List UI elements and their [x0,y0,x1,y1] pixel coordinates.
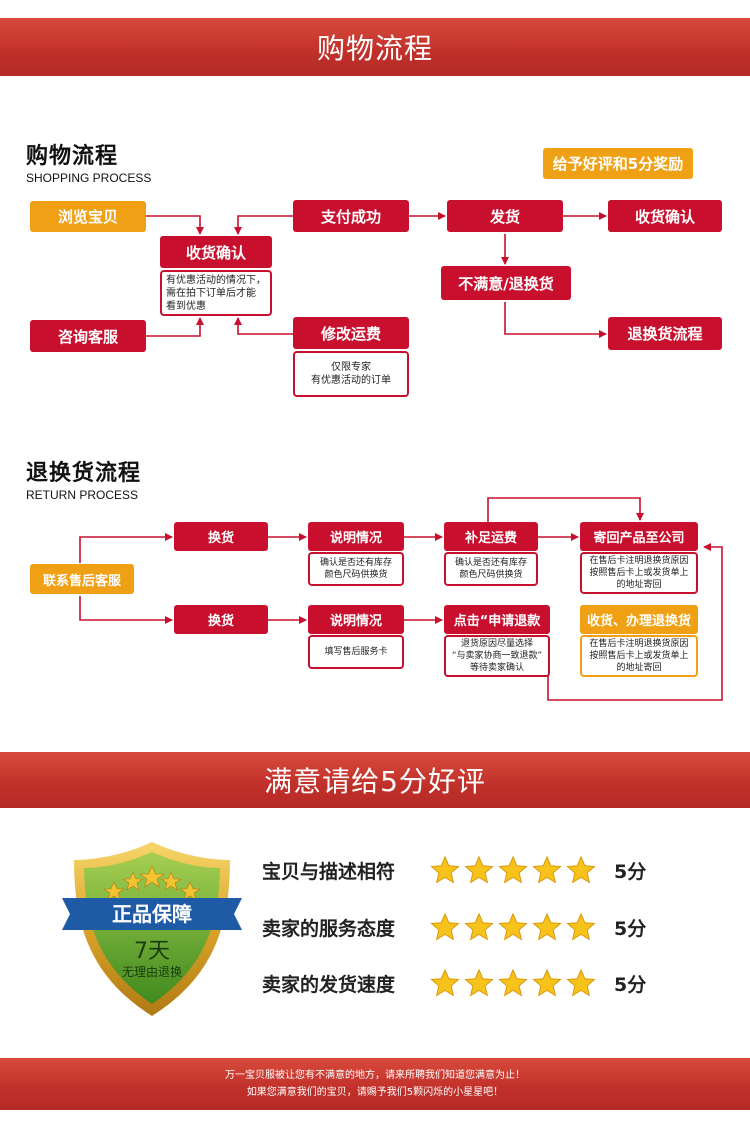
star-icon [498,912,528,941]
consult-box: 咨询客服 [30,320,146,352]
star-icon [566,968,596,997]
return-flow-box: 退换货流程 [608,317,722,350]
star-icon [464,912,494,941]
star-icon [464,968,494,997]
consult-label: 咨询客服 [57,327,118,346]
rating-label: 卖家的发货速度 [262,973,396,996]
explain-bottom-box: 说明情况 [308,605,404,634]
exchange-bottom-label: 换货 [207,614,234,629]
badge-days: 7天 [134,939,170,964]
returns-title: 退换货流程 [26,461,142,486]
unsatisfied-label: 不满意/退换货 [458,274,554,293]
footer-line-2: 如果您满意我们的宝贝，请赐予我们5颗闪烁的小星星吧！ [246,1087,504,1098]
rating-row-service: 卖家的服务态度 5分 [262,912,646,942]
send-back-box: 寄回产品至公司 [580,522,698,551]
badge-main: 正品保障 [112,902,192,926]
confirm-receipt-box: 收货确认 [160,236,272,268]
supplement-box: 补足运费 [444,522,538,551]
footer-banner: 万一宝贝服被让您有不满意的地方，请来所聘我们知道您满意为止！ 如果您满意我们的宝… [0,1058,750,1110]
rating-row-description: 宝贝与描述相符 5分 [262,855,646,885]
star-icon [430,968,460,997]
return-flow-label: 退换货流程 [627,325,703,343]
reward-box: 给予好评和5分奖励 [543,148,693,179]
star-icon [566,855,596,884]
ship-box: 发货 [447,200,563,232]
star-group [430,968,596,998]
receive-handle-label: 收货、办理退换货 [586,614,691,629]
star-icon [498,968,528,997]
reward-label: 给予好评和5分奖励 [552,155,684,173]
star-group [430,855,596,885]
star-icon [498,855,528,884]
header-banner: 购物流程 [0,18,750,76]
shopping-subtitle: SHOPPING PROCESS [26,171,152,185]
modify-note: 仅限专家 有优惠活动的订单 [293,351,409,397]
confirm-note: 有优惠活动的情况下， 需在拍下订单后才能 看到优惠 [160,270,272,316]
contact-box: 联系售后客服 [30,564,134,594]
header-title: 购物流程 [316,32,433,65]
star-icon [532,855,562,884]
returns-subtitle: RETURN PROCESS [26,488,139,502]
footer-line-1: 万一宝贝服被让您有不满意的地方，请来所聘我们知道您满意为止！ [225,1070,525,1081]
badge-sub: 无理由退换 [122,965,182,979]
receive-handle-box: 收货、办理退换货 [580,605,698,634]
modify-shipping-label: 修改运费 [320,324,381,343]
star-icon [430,855,460,884]
star-icon [566,912,596,941]
browse-box: 浏览宝贝 [30,201,146,232]
explain-bottom-note: 填写售后服务卡 [308,635,404,669]
star-icon [532,968,562,997]
guarantee-badge: 正品保障 7天 无理由退换 [62,842,242,1016]
pay-success-box: 支付成功 [293,200,409,232]
shopping-title: 购物流程 [26,144,119,169]
star-icon [532,912,562,941]
star-icon [430,912,460,941]
receive-confirm-box: 收货确认 [608,200,722,232]
explain-top-box: 说明情况 [308,522,404,551]
rating-banner-title: 满意请给5分好评 [264,765,486,798]
send-back-note: 在售后卡注明退换货原因 按照售后卡上或发货单上 的地址寄回 [580,552,698,594]
rating-score: 5分 [614,860,647,883]
unsatisfied-box: 不满意/退换货 [441,266,571,300]
apply-refund-box: 点击“申请退款 [444,605,550,634]
ship-label: 发货 [489,207,520,226]
pay-success-label: 支付成功 [320,207,381,226]
explain-bottom-label: 说明情况 [329,614,382,629]
rating-label: 宝贝与描述相符 [262,860,396,883]
send-back-label: 寄回产品至公司 [593,531,685,546]
contact-label: 联系售后客服 [42,573,121,589]
rating-banner: 满意请给5分好评 [0,752,750,808]
browse-label: 浏览宝贝 [57,208,118,226]
modify-shipping-box: 修改运费 [293,317,409,349]
shopping-section-title: 购物流程 SHOPPING PROCESS [26,138,151,185]
supplement-label: 补足运费 [464,531,517,546]
apply-note: 退货原因尽量选择 “与卖家协商一致退款” 等待卖家确认 [444,635,550,677]
rating-label: 卖家的服务态度 [262,917,396,940]
rating-score: 5分 [614,973,647,996]
exchange-top-box: 换货 [174,522,268,551]
returns-section-title: 退换货流程 RETURN PROCESS [26,455,141,502]
rating-row-delivery: 卖家的发货速度 5分 [262,968,646,998]
exchange-top-label: 换货 [207,531,234,546]
star-icon [464,855,494,884]
exchange-bottom-box: 换货 [174,605,268,634]
star-group [430,912,596,942]
receive-confirm-label: 收货确认 [634,207,695,226]
explain-top-label: 说明情况 [329,531,382,546]
supplement-note: 确认是否还有库存 颜色尺码供换货 [444,552,538,586]
receive-handle-note: 在售后卡注明退换货原因 按照售后卡上或发货单上 的地址寄回 [580,635,698,677]
confirm-receipt-label: 收货确认 [185,243,246,262]
apply-refund-label: 点击“申请退款 [453,614,541,629]
explain-top-note: 确认是否还有库存 颜色尺码供换货 [308,552,404,586]
rating-score: 5分 [614,917,647,940]
